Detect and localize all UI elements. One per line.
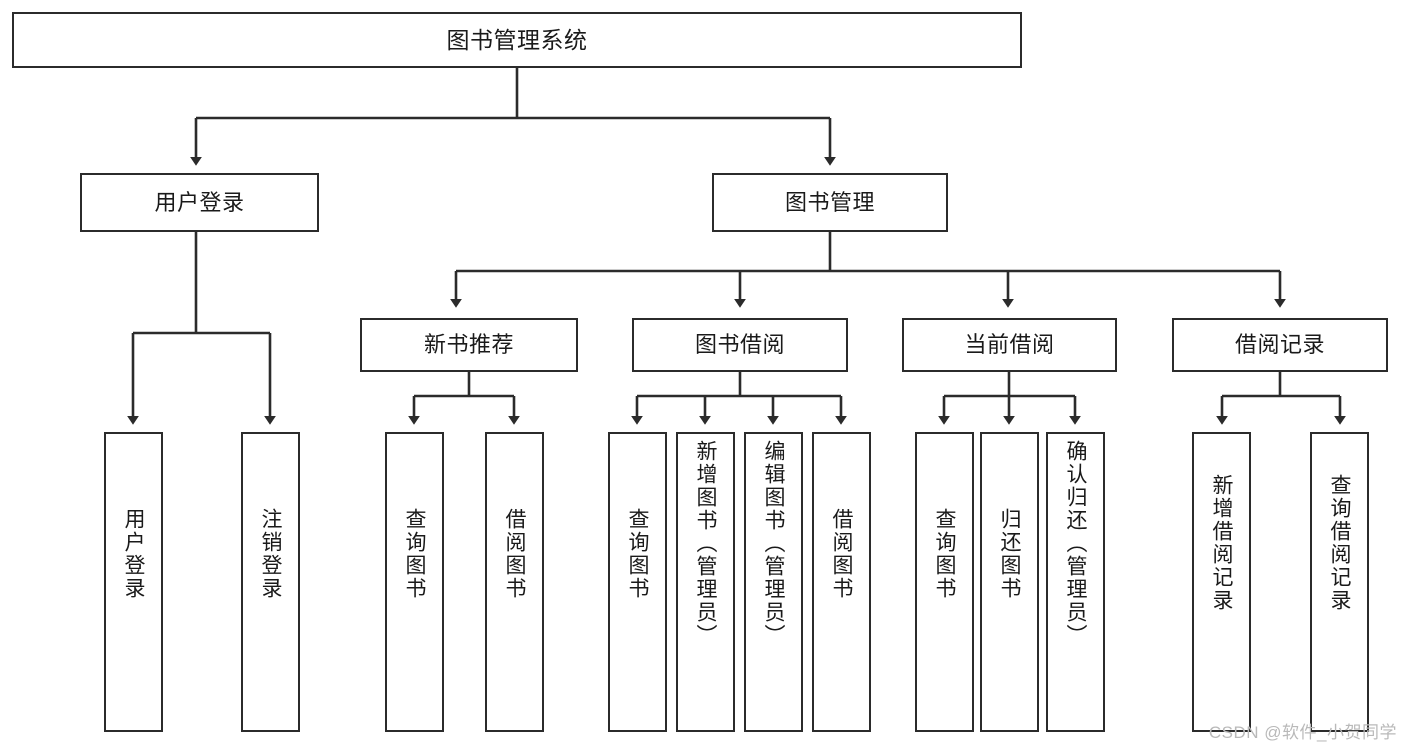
leaf-borrow-query-book[interactable]: 查询图书 xyxy=(608,432,667,732)
node-label: 用户登录 xyxy=(154,189,245,215)
node-label: 注销登录 xyxy=(259,508,282,600)
node-label: 新增图书（管理员） xyxy=(694,440,717,647)
leaf-current-confirm-return-admin[interactable]: 确认归还（管理员） xyxy=(1046,432,1105,732)
node-label: 借阅图书 xyxy=(503,508,526,600)
node-current-borrow[interactable]: 当前借阅 xyxy=(902,318,1117,372)
leaf-current-query-book[interactable]: 查询图书 xyxy=(915,432,974,732)
node-label: 编辑图书（管理员） xyxy=(762,440,785,647)
node-label: 查询图书 xyxy=(403,508,426,600)
node-label: 当前借阅 xyxy=(964,332,1055,358)
leaf-record-add-record[interactable]: 新增借阅记录 xyxy=(1192,432,1251,732)
node-label: 借阅记录 xyxy=(1234,332,1325,358)
leaf-borrow-add-book-admin[interactable]: 新增图书（管理员） xyxy=(676,432,735,732)
node-label: 归还图书 xyxy=(998,508,1021,600)
leaf-record-query-record[interactable]: 查询借阅记录 xyxy=(1310,432,1369,732)
leaf-user-login-signin[interactable]: 用户登录 xyxy=(104,432,163,732)
node-root-system[interactable]: 图书管理系统 xyxy=(12,12,1022,68)
node-label: 确认归还（管理员） xyxy=(1064,440,1087,647)
leaf-user-login-signout[interactable]: 注销登录 xyxy=(241,432,300,732)
node-borrow-record[interactable]: 借阅记录 xyxy=(1172,318,1388,372)
node-book-borrow[interactable]: 图书借阅 xyxy=(632,318,848,372)
node-label: 用户登录 xyxy=(122,508,145,600)
node-label: 图书管理系统 xyxy=(446,26,588,53)
node-label: 查询图书 xyxy=(933,508,956,600)
node-new-book-recommend[interactable]: 新书推荐 xyxy=(360,318,578,372)
leaf-recommend-query-book[interactable]: 查询图书 xyxy=(385,432,444,732)
node-label: 新增借阅记录 xyxy=(1210,474,1233,612)
node-label: 图书借阅 xyxy=(694,332,785,358)
leaf-borrow-edit-book-admin[interactable]: 编辑图书（管理员） xyxy=(744,432,803,732)
leaf-recommend-borrow-book[interactable]: 借阅图书 xyxy=(485,432,544,732)
node-label: 新书推荐 xyxy=(423,332,514,358)
csdn-watermark: CSDN @软件_小贺同学 xyxy=(1208,723,1397,742)
leaf-current-return-book[interactable]: 归还图书 xyxy=(980,432,1039,732)
leaf-borrow-borrow-book[interactable]: 借阅图书 xyxy=(812,432,871,732)
node-label: 查询图书 xyxy=(626,508,649,600)
node-book-management[interactable]: 图书管理 xyxy=(712,173,948,232)
node-label: 图书管理 xyxy=(784,189,875,215)
node-user-login[interactable]: 用户登录 xyxy=(80,173,319,232)
node-label: 借阅图书 xyxy=(830,508,853,600)
node-label: 查询借阅记录 xyxy=(1328,474,1351,612)
